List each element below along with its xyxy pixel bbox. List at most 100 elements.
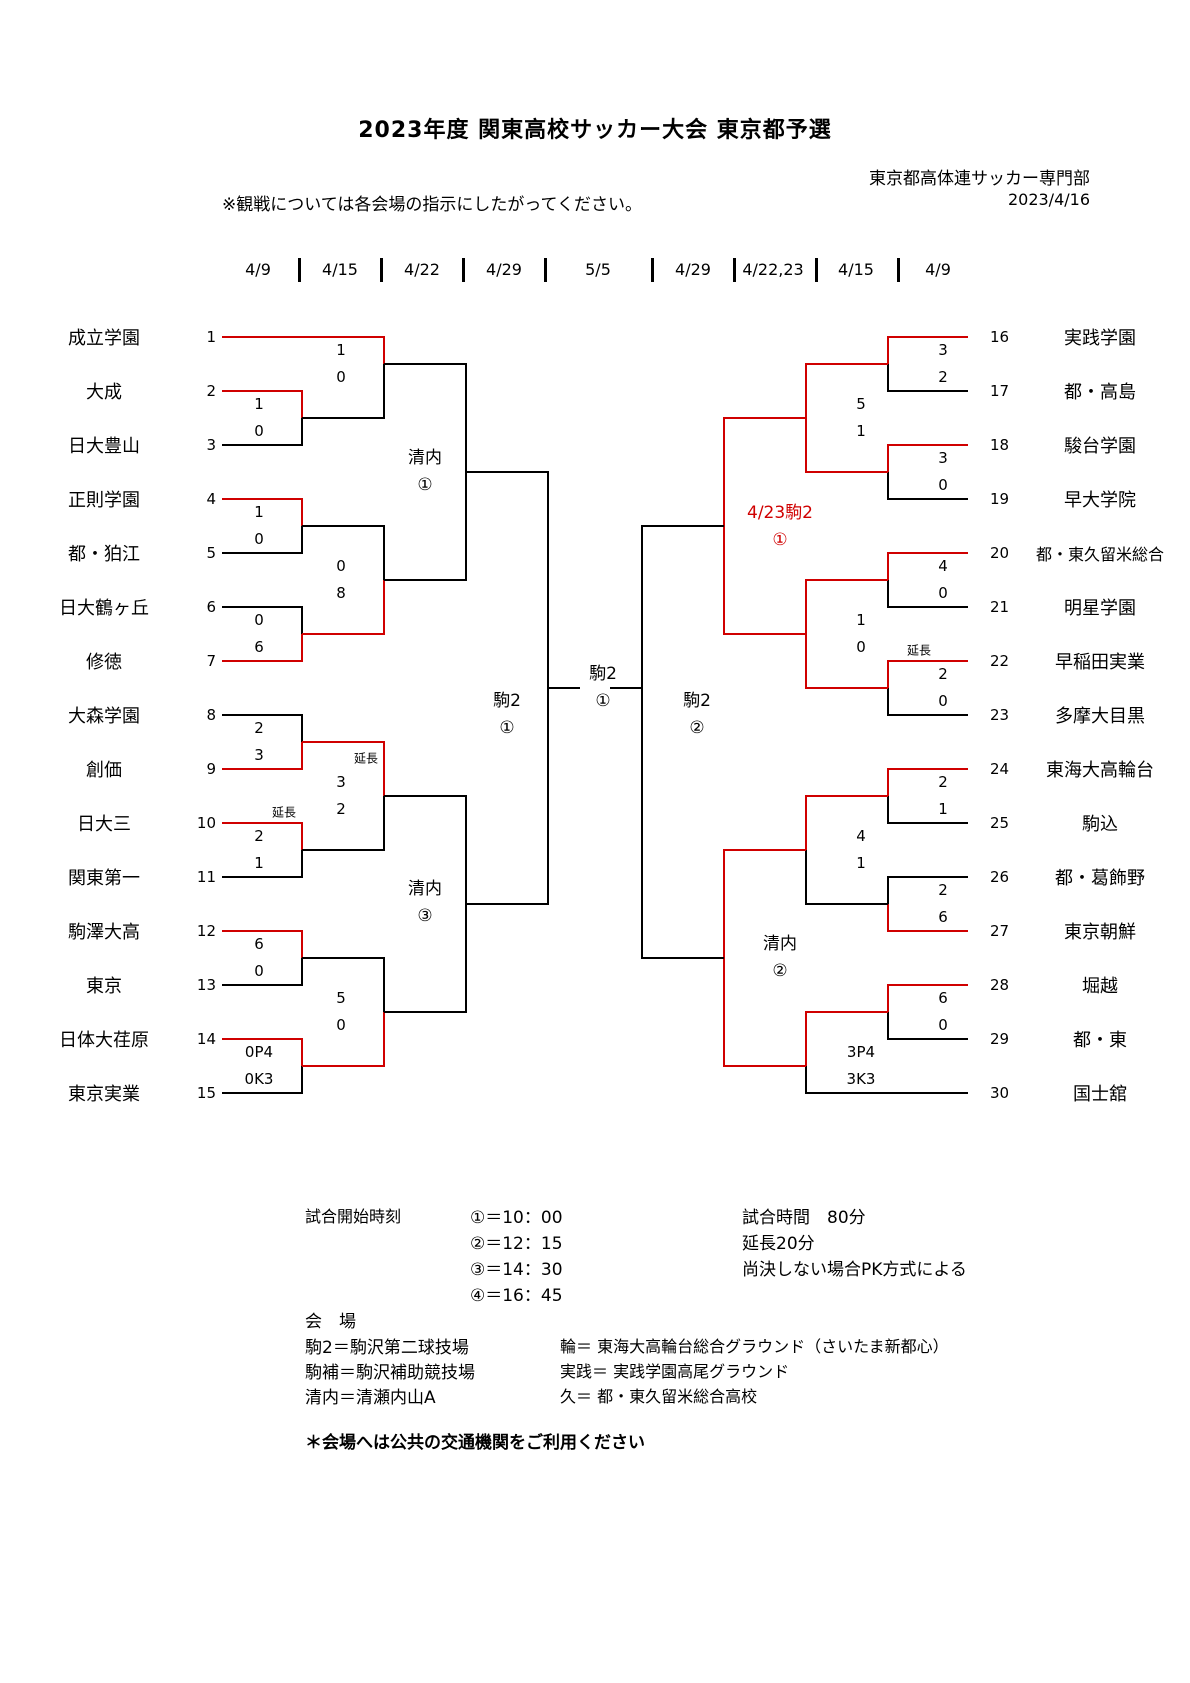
venue-slot: ① — [595, 691, 611, 711]
bracket-line — [805, 850, 888, 905]
score: 1 — [254, 503, 264, 521]
bracket-line — [723, 849, 806, 958]
seed-number: 18 — [990, 436, 1010, 454]
team-name: 駒澤大高 — [68, 922, 140, 943]
bracket-line — [302, 1012, 385, 1067]
bracket-line — [887, 768, 968, 796]
venue-name: 4/23駒2 — [747, 503, 813, 523]
team-name: 都・葛飾野 — [1055, 868, 1145, 889]
bracket-line — [302, 580, 385, 635]
venue-slot: ② — [689, 718, 705, 738]
seed-number: 28 — [990, 976, 1010, 994]
bracket-line — [887, 580, 968, 608]
score: 0 — [336, 368, 346, 386]
bracket-line — [887, 336, 968, 364]
bracket-line — [723, 417, 806, 526]
venue-name: 駒2 — [589, 664, 617, 684]
bracket-line — [302, 957, 385, 1012]
issue-date: 2023/4/16 — [1007, 190, 1090, 209]
score: 1 — [336, 341, 346, 359]
bracket-line — [222, 418, 303, 446]
score: 1 — [254, 395, 264, 413]
seed-number: 16 — [990, 328, 1010, 346]
team-name: 堀越 — [1082, 976, 1118, 997]
bracket-line — [805, 418, 888, 473]
viewing-notice: ※観戦については各会場の指示にしたがってください。 — [222, 195, 643, 215]
score: 2 — [938, 773, 948, 791]
bracket-line — [384, 472, 467, 581]
team-name: 東京朝鮮 — [1064, 922, 1136, 943]
bracket-line — [222, 958, 303, 986]
bracket-line — [302, 741, 385, 796]
venue-slot: ① — [417, 475, 433, 495]
bracket-line — [805, 579, 888, 634]
venue-slot: ① — [499, 718, 515, 738]
team-name: 都・東 — [1073, 1030, 1127, 1051]
round-date: 4/15 — [838, 260, 874, 279]
seed-number: 9 — [206, 760, 216, 778]
seed-number: 19 — [990, 490, 1010, 508]
start-time: ①＝10：00 — [470, 1208, 563, 1228]
venue-name: 駒2 — [493, 691, 521, 711]
seed-number: 14 — [196, 1030, 216, 1048]
bracket-line — [723, 958, 806, 1067]
organizer: 東京都高体連サッカー専門部 — [869, 169, 1090, 189]
team-name: 都・高島 — [1064, 382, 1136, 403]
score: 5 — [336, 989, 346, 1007]
score: 6 — [254, 638, 264, 656]
round-divider — [462, 258, 465, 282]
round-divider — [651, 258, 654, 282]
bracket-line — [384, 363, 467, 472]
team-name: 日大三 — [77, 814, 131, 835]
round-date: 4/15 — [322, 260, 358, 279]
bracket-line — [222, 930, 303, 958]
seed-number: 30 — [990, 1084, 1010, 1102]
round-divider — [298, 258, 301, 282]
bracket-line — [222, 634, 303, 662]
team-name: 駿台学園 — [1064, 436, 1136, 457]
seed-number: 5 — [206, 544, 216, 562]
venue-left-r3-top: 清内 ① — [408, 445, 442, 499]
venue-final: 駒2 ① — [589, 661, 617, 715]
venue-legend: 駒補＝駒沢補助競技場 — [305, 1363, 475, 1383]
seed-number: 1 — [206, 328, 216, 346]
start-time: ③＝14：30 — [470, 1260, 563, 1280]
team-name: 明星学園 — [1064, 598, 1136, 619]
score: 1 — [856, 854, 866, 872]
score: 6 — [938, 989, 948, 1007]
score: 1 — [938, 800, 948, 818]
round-date: 4/22 — [404, 260, 440, 279]
venue-slot: ① — [772, 530, 788, 550]
team-name: 国士舘 — [1073, 1084, 1127, 1105]
seed-number: 15 — [196, 1084, 216, 1102]
bracket-line — [222, 498, 303, 526]
venue-right-r3-bottom: 清内 ② — [763, 931, 797, 985]
bracket-line — [887, 1012, 968, 1040]
score: 3 — [254, 746, 264, 764]
seed-number: 13 — [196, 976, 216, 994]
score: 0 — [336, 557, 346, 575]
score: 1 — [254, 854, 264, 872]
match-rule: 尚決しない場合PK方式による — [742, 1260, 967, 1280]
seed-number: 21 — [990, 598, 1010, 616]
transport-notice: ＊会場へは公共の交通機関をご利用ください — [305, 1433, 645, 1453]
team-name: 大成 — [86, 382, 122, 403]
bracket-line — [887, 364, 968, 392]
extra-time-label: 延長 — [906, 643, 932, 658]
score: 0 — [938, 476, 948, 494]
seed-number: 20 — [990, 544, 1010, 562]
venue-legend: 駒2＝駒沢第二球技場 — [305, 1338, 469, 1358]
score: 3P4 — [846, 1043, 876, 1061]
venue-right-r3-top: 4/23駒2 ① — [747, 500, 813, 554]
team-name: 駒込 — [1082, 814, 1118, 835]
seed-number: 10 — [196, 814, 216, 832]
bracket-line — [222, 822, 303, 850]
bracket-line — [805, 1011, 888, 1066]
venue-name: 清内 — [408, 879, 442, 899]
team-name: 関東第一 — [68, 868, 140, 889]
score: 2 — [254, 719, 264, 737]
seed-number: 23 — [990, 706, 1010, 724]
score: 0 — [254, 530, 264, 548]
extra-time-label: 延長 — [353, 751, 379, 766]
